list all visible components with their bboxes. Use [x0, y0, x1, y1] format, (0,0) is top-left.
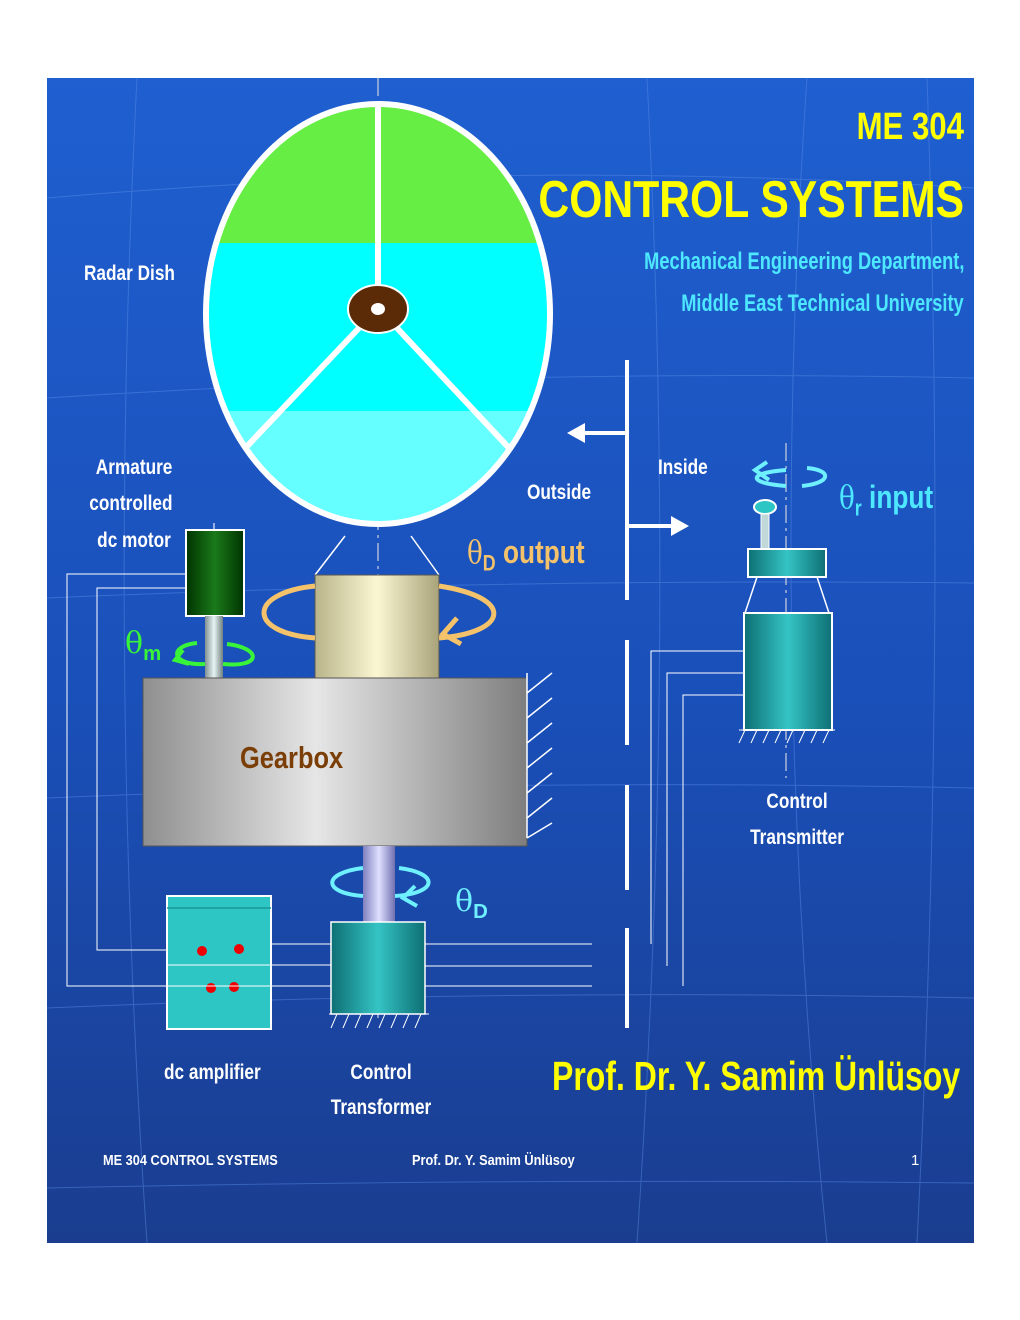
gearbox: [142, 677, 528, 847]
motor-label-3: dc motor: [97, 529, 171, 552]
footer-course: ME 304 CONTROL SYSTEMS: [103, 1152, 278, 1169]
gearbox-output-shaft: [363, 846, 395, 922]
theta-d-lower-symbol: θ: [455, 884, 474, 919]
gearbox-label: Gearbox: [240, 740, 344, 775]
control-transformer: [330, 921, 426, 1015]
theta-d-symbol: θ: [467, 533, 483, 571]
motor-label-2: controlled: [89, 492, 173, 515]
radar-dish-label: Radar Dish: [84, 262, 175, 285]
transmitter-label-2: Transmitter: [750, 826, 844, 849]
theta-m-symbol: θ: [125, 626, 144, 661]
theta-d-lower-label: θD: [455, 884, 488, 924]
transformer-label-2: Transformer: [330, 1096, 432, 1119]
dc-amplifier: [166, 895, 272, 1030]
dc-motor: [185, 529, 245, 617]
transmitter-label-1: Control: [766, 790, 828, 813]
theta-m-label: θm: [125, 626, 161, 666]
theta-d-subscript: D: [482, 550, 496, 576]
amplifier-label: dc amplifier: [164, 1061, 261, 1084]
output-rotation-arrow: [261, 583, 497, 641]
theta-m-subscript: m: [143, 643, 162, 666]
wiring: [66, 573, 744, 987]
department-line-2: Middle East Technical University: [681, 290, 964, 317]
transformer-label-1: Control: [350, 1061, 412, 1084]
department-line-1: Mechanical Engineering Department,: [643, 248, 964, 275]
footer-author: Prof. Dr. Y. Samim Ünlüsoy: [412, 1152, 575, 1169]
outside-label: Outside: [527, 481, 592, 504]
theta-d-lower-subscript: D: [473, 901, 488, 924]
page-number: 1: [911, 1152, 920, 1169]
author-name: Prof. Dr. Y. Samim Ünlüsoy: [552, 1053, 961, 1099]
inside-label: Inside: [658, 456, 708, 479]
gearbox-ground-hatch: [526, 672, 553, 839]
diagram-canvas: [47, 78, 974, 1243]
theta-r-input-label: θr input: [839, 478, 933, 522]
motor-shaft: [205, 616, 223, 679]
control-transmitter: [738, 460, 835, 744]
output-cylinder: [314, 574, 440, 679]
theta-d-output-label: θD output: [467, 533, 585, 577]
course-code: ME 304: [856, 106, 964, 148]
theta-r-subscript: r: [854, 495, 862, 521]
theta-r-symbol: θ: [839, 478, 855, 516]
motor-label-1: Armature: [95, 456, 172, 479]
theta-d-text: output: [502, 534, 585, 570]
page-title: CONTROL SYSTEMS: [538, 171, 964, 229]
radar-dish-rim: [203, 101, 553, 527]
slide: ME 304 CONTROL SYSTEMS Mechanical Engine…: [47, 78, 974, 1243]
theta-r-text: input: [869, 479, 934, 515]
